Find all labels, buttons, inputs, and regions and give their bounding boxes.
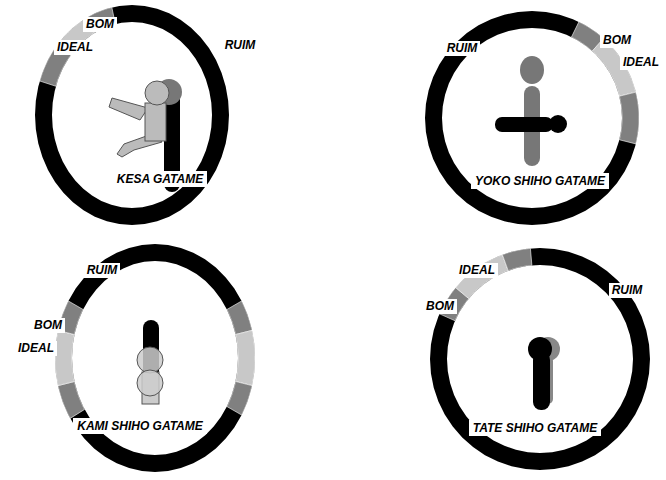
rating-label: IDEAL (15, 341, 57, 356)
hold-name: KAMI SHIHO GATAME (73, 418, 207, 434)
ring-segment (430, 248, 650, 470)
hold-ring: KAMI SHIHO GATAME (55, 244, 255, 472)
hold-name: KESA GATAME (113, 171, 207, 187)
ring-segment (55, 330, 74, 385)
rating-label: BOM (600, 33, 634, 48)
ring-segment (58, 381, 85, 418)
tate-figure (528, 337, 560, 410)
hold-name: YOKO SHIHO GATAME (471, 173, 609, 189)
rating-label: RUIM (609, 283, 646, 298)
rating-label: RUIM (222, 38, 259, 53)
yoko-figure (495, 56, 567, 166)
rating-label: IDEAL (54, 40, 96, 55)
hold-ring: KESA GATAME (35, 5, 229, 225)
kami-figure (137, 320, 163, 404)
ring-segment (227, 381, 252, 415)
rating-label: BOM (31, 318, 65, 333)
ring-segment (35, 5, 229, 225)
ring-segment (227, 301, 252, 335)
rating-label: BOM (83, 17, 117, 32)
ring-segment (236, 330, 255, 385)
ring-segment (55, 244, 255, 472)
hold-name: TATE SHIHO GATAME (469, 420, 601, 436)
rating-ring (55, 244, 255, 472)
ring-segment (502, 248, 532, 270)
rating-ring (430, 248, 650, 470)
ring-segment (425, 11, 639, 225)
ring-segment (619, 92, 639, 144)
rating-label: BOM (423, 299, 457, 314)
hold-ring: TATE SHIHO GATAME (430, 248, 650, 470)
rating-label: RUIM (84, 263, 121, 278)
ring-segment (456, 255, 508, 299)
rating-ring (35, 5, 229, 225)
rating-label: IDEAL (620, 55, 662, 70)
rating-label: RUIM (444, 41, 481, 56)
rating-label: IDEAL (456, 263, 498, 278)
